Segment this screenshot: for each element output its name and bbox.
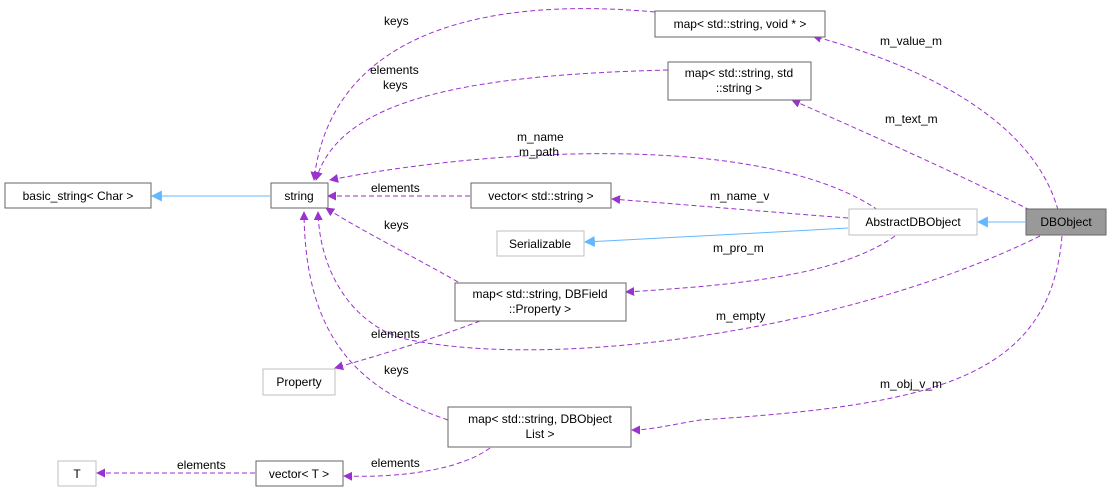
node-map-dbobject-label-1: map< std::string, DBObject (468, 412, 612, 426)
node-vector-string[interactable]: vector< std::string > (470, 182, 612, 209)
node-vector-t-label: vector< T > (269, 467, 329, 481)
edge-serializable-to-abstractdbobject (583, 227, 849, 247)
edge-abstract-pro-map-dbfield (625, 235, 896, 296)
edges (96, 8, 1063, 481)
node-map-void-label: map< std::string, void * > (674, 17, 807, 31)
node-dbobject-label: DBObject (1040, 215, 1092, 229)
label-elements-property: elements (371, 327, 420, 341)
label-keys-map-dbobject: keys (384, 363, 409, 377)
label-elements-vector-t: elements (371, 456, 420, 470)
node-t-label: T (73, 467, 81, 481)
label-elements-t: elements (177, 458, 226, 472)
label-m-pro-m: m_pro_m (713, 241, 764, 255)
node-map-dbobject-label-2: List > (525, 427, 554, 441)
node-string[interactable]: string (270, 182, 329, 209)
node-abstract-dbobject[interactable]: AbstractDBObject (848, 208, 978, 236)
node-serializable[interactable]: Serializable (496, 230, 585, 257)
label-m-text-m: m_text_m (885, 112, 938, 126)
node-property[interactable]: Property (262, 368, 336, 396)
node-map-void[interactable]: map< std::string, void * > (654, 10, 826, 38)
edge-map-dbobject-elements-vector-t (343, 447, 491, 481)
label-m-value-m: m_value_m (880, 34, 942, 48)
label-elements-vector-string: elements (371, 181, 420, 195)
node-map-string-label-2: ::string > (716, 81, 762, 95)
node-abstract-dbobject-label: AbstractDBObject (865, 215, 961, 229)
label-m-path: m_path (519, 145, 559, 159)
node-map-dbobject[interactable]: map< std::string, DBObject List > (447, 406, 632, 448)
edge-dbobject-empty-string (313, 211, 1041, 351)
node-dbobject[interactable]: DBObject (1025, 208, 1107, 236)
label-keys-map-void: keys (384, 14, 409, 28)
edge-dbobject-obj-v-map-dbobject (631, 235, 1063, 435)
node-map-dbfield[interactable]: map< std::string, DBField ::Property > (454, 282, 627, 322)
edge-dbobject-value-map-void (812, 33, 1059, 211)
edge-map-void-keys-string (310, 8, 656, 181)
nodes: map< std::string, void * > map< std::str… (4, 10, 1107, 487)
label-keys-map-dbfield: keys (384, 218, 409, 232)
edge-map-dbfield-keys-string (325, 207, 459, 283)
edge-labels: keys m_value_m elements keys m_text_m m_… (177, 14, 942, 472)
node-vector-string-label: vector< std::string > (488, 189, 593, 203)
label-m-empty: m_empty (716, 309, 765, 323)
label-elements-map-string: elements (370, 63, 419, 77)
edge-abstract-names-string (329, 153, 879, 211)
node-string-label: string (284, 189, 313, 203)
edge-dbobject-text-map-string (791, 99, 1031, 211)
node-t[interactable]: T (57, 460, 97, 487)
node-basic-string-label: basic_string< Char > (23, 189, 134, 203)
node-map-dbfield-label-1: map< std::string, DBField (472, 287, 607, 301)
node-serializable-label: Serializable (509, 237, 571, 251)
label-m-obj-v-m: m_obj_v_m (880, 377, 942, 391)
edge-map-dbobject-keys-string (299, 211, 449, 421)
node-basic-string[interactable]: basic_string< Char > (4, 182, 152, 209)
label-m-name-v: m_name_v (710, 189, 769, 203)
edge-map-dbfield-elements-property (334, 320, 481, 371)
label-keys-map-string: keys (383, 78, 408, 92)
node-vector-t[interactable]: vector< T > (255, 460, 344, 487)
node-map-dbfield-label-2: ::Property > (509, 302, 571, 316)
node-property-label: Property (276, 375, 321, 389)
edge-map-string-keys-string (313, 69, 669, 181)
node-map-string[interactable]: map< std::string, std ::string > (667, 61, 812, 101)
node-map-string-label-1: map< std::string, std (685, 66, 793, 80)
label-m-name: m_name (517, 130, 564, 144)
